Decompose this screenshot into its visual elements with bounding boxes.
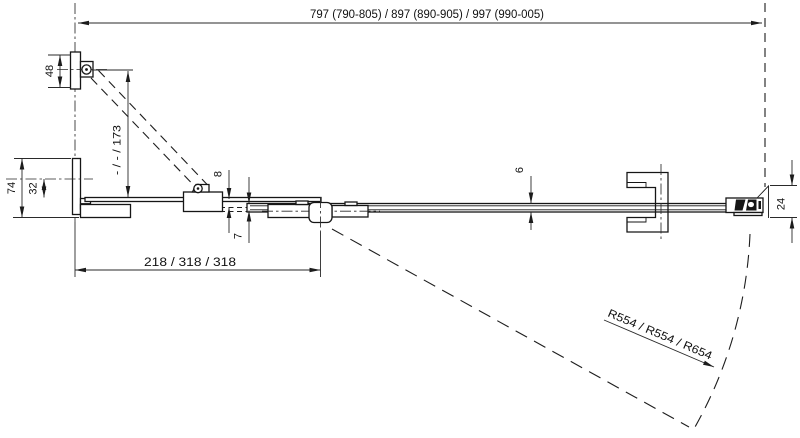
centerlines bbox=[74, 3, 766, 222]
glass-thickness-label: 6 bbox=[514, 167, 526, 173]
wall-holder-bracket bbox=[626, 164, 669, 240]
end-cap-seal-lip bbox=[758, 201, 761, 209]
swing-ray bbox=[331, 228, 690, 428]
pivot-hinge bbox=[262, 197, 380, 232]
wall-profile-open bbox=[69, 51, 82, 90]
end-cap-screw-hole bbox=[748, 201, 754, 208]
open-clearance-label: - / - / 173 bbox=[112, 125, 124, 175]
hinge-pin-center bbox=[85, 68, 88, 71]
bottom-plate bbox=[79, 203, 132, 219]
holder-step-detail bbox=[627, 182, 647, 223]
bracket-body bbox=[182, 191, 224, 213]
holder-outline bbox=[626, 171, 669, 233]
clamp-tab bbox=[295, 200, 309, 206]
profile-depth-dimension: 74 bbox=[6, 158, 79, 218]
end-cap-base bbox=[733, 211, 763, 217]
profile-depth-label: 74 bbox=[6, 182, 18, 194]
door-open-dashed-outline bbox=[90, 70, 211, 196]
profile-inner-label: 32 bbox=[28, 182, 40, 194]
end-profile-depth-dimension: 24 bbox=[770, 160, 797, 243]
door-end-cap bbox=[725, 184, 769, 218]
wall-bracket-open-position bbox=[57, 51, 109, 90]
swing-radius-label: R554 / R554 / R654 bbox=[606, 308, 714, 363]
glass-thickness-dimension: 6 bbox=[514, 167, 534, 230]
panel-offset-top-label: 8 bbox=[213, 171, 225, 177]
overall-width-label: 797 (790-805) / 897 (890-905) / 997 (990… bbox=[310, 9, 544, 21]
swing-arc bbox=[694, 233, 751, 428]
overall-width-dimension: 797 (790-805) / 897 (890-905) / 997 (990… bbox=[78, 9, 762, 26]
profile-inner-dimension: 32 bbox=[6, 178, 93, 198]
open-door-edge bbox=[98, 70, 211, 188]
end-cap-seal bbox=[734, 199, 746, 211]
pivot-distance-dimension: 218 / 318 / 318 bbox=[74, 222, 321, 277]
bracket-screw-center bbox=[196, 187, 200, 190]
radius-leader-line bbox=[603, 319, 715, 368]
end-profile-depth-label: 24 bbox=[776, 198, 788, 210]
wall-profile-bar bbox=[71, 157, 82, 216]
door-swing: R554 / R554 / R654 bbox=[331, 228, 751, 428]
hinge-offset-label: 48 bbox=[44, 65, 56, 77]
pivot-distance-label: 218 / 318 / 318 bbox=[144, 257, 236, 269]
open-door-edge bbox=[90, 77, 204, 196]
panel-offset-top-dimension: 8 bbox=[213, 170, 232, 233]
clamp-tab bbox=[344, 201, 358, 207]
panel-offset-bottom-dimension: 7 bbox=[233, 177, 252, 243]
hinge-offset-dimension: 48 bbox=[44, 54, 71, 88]
closing-profile-edge bbox=[757, 184, 769, 218]
support-bracket bbox=[182, 183, 224, 213]
panel-offset-bottom-label: 7 bbox=[233, 233, 245, 239]
open-clearance-dimension: - / - / 173 bbox=[92, 69, 133, 197]
